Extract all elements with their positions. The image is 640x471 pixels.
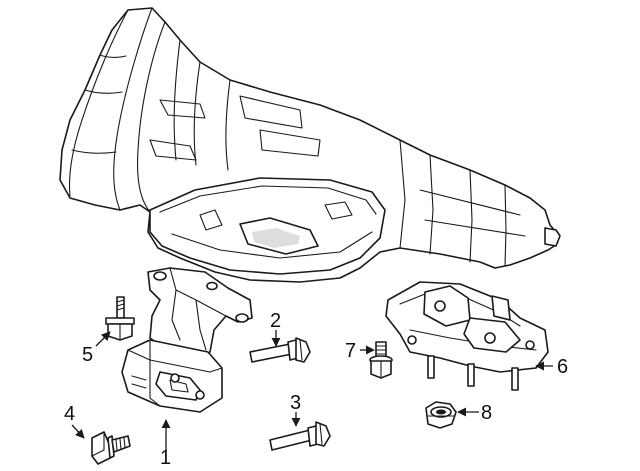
callout-7: 7	[345, 340, 356, 362]
callout-leaders	[71, 330, 553, 450]
bolt-part-3	[269, 421, 331, 451]
callout-2: 2	[270, 310, 281, 332]
bolt-part-7	[369, 341, 393, 379]
crossmember-mount-part-6	[385, 281, 549, 391]
bolt-part-4	[91, 431, 131, 465]
leader-5	[95, 331, 111, 347]
nut-part-8	[425, 401, 457, 429]
callout-5: 5	[82, 344, 93, 366]
leader-4	[71, 424, 85, 439]
callout-1: 1	[160, 447, 171, 469]
bolt-part-5	[105, 296, 135, 341]
bolt-part-2	[249, 337, 311, 363]
callout-6: 6	[557, 356, 568, 378]
callout-4: 4	[64, 403, 75, 425]
callout-8: 8	[481, 402, 492, 424]
transmission-mount-bracket-part-1	[121, 267, 253, 413]
callout-3: 3	[290, 392, 301, 414]
transmission-assembly	[59, 7, 561, 283]
callout-labels: 1 2 3 4 5 6 7 8	[64, 310, 568, 469]
